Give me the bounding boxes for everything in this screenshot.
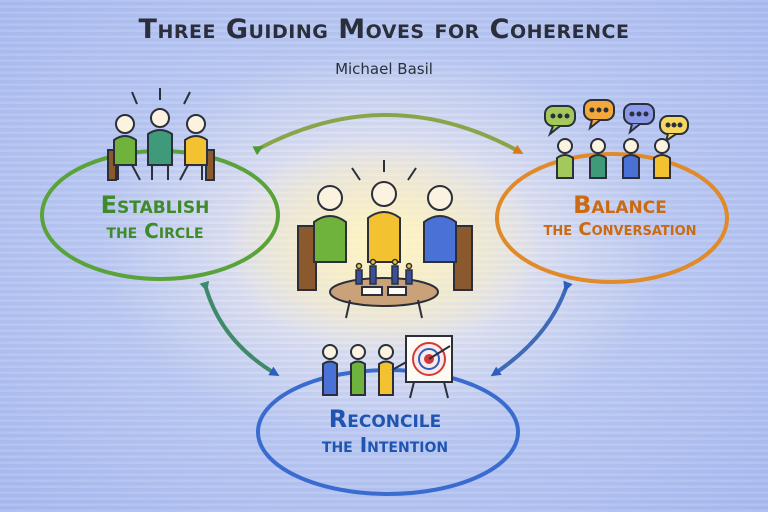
diagram-author: Michael Basil [335,60,433,78]
person-icon [322,344,338,360]
arrow-balance-reconcile [490,280,573,377]
arrow-establish-reconcile [199,280,280,377]
balance-label-line1: Balance [573,191,667,219]
balance-circle [495,152,729,284]
speech-bubble-icon [659,115,689,144]
establish-label-line1: Establish [100,191,210,219]
person-icon [115,114,135,134]
establish-label: Establish the Circle [70,191,240,243]
person-icon [654,138,670,154]
reconcile-label-line1: Reconcile [328,405,442,433]
person-icon [623,138,639,154]
center-group-illustration [297,160,473,319]
arrow-establish-balance [252,113,524,156]
table-icon [329,277,439,319]
person-icon [371,181,397,207]
speech-bubble-icon [623,103,655,135]
person-icon [317,185,343,211]
person-icon [186,114,206,134]
candle-icon [355,258,413,285]
person-icon [150,108,170,128]
diagram-title: Three Guiding Moves for Coherence [138,14,630,45]
balance-label-line2: the Conversation [543,218,697,240]
establish-label-line2: the Circle [106,218,204,243]
balance-label: Balance the Conversation [520,191,720,240]
person-icon [378,344,394,360]
target-icon [405,335,453,399]
speech-bubble-icon [583,99,615,131]
person-icon [427,185,453,211]
reconcile-label: Reconcile the Intention [290,405,480,457]
establish-group-illustration [107,88,215,181]
person-icon [557,138,573,154]
balance-group-illustration [544,99,689,179]
reconcile-label-line2: the Intention [321,432,449,457]
speech-bubble-icon [544,105,576,138]
person-icon [590,138,606,154]
person-icon [350,344,366,360]
reconcile-group-illustration [322,335,453,399]
